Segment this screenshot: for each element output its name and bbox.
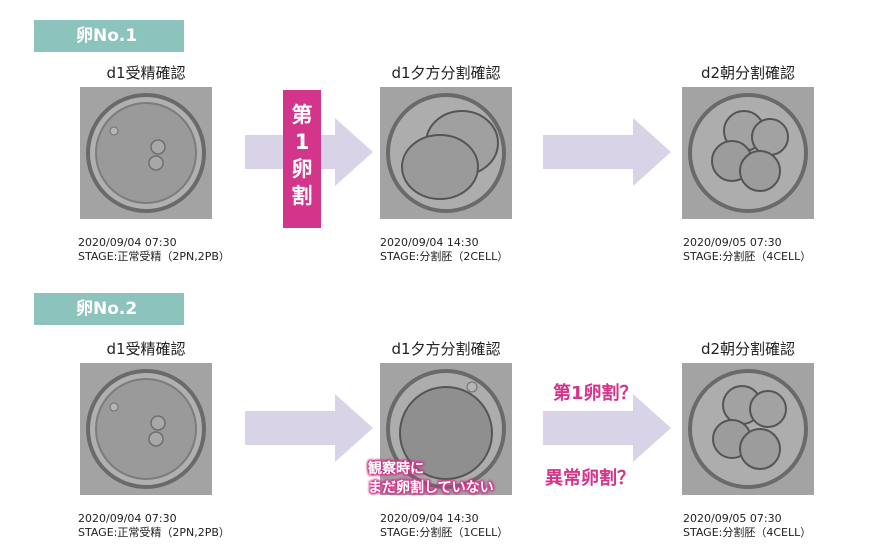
egg1-photo-4cell <box>682 87 814 219</box>
egg2-title-1: d1受精確認 <box>106 340 186 358</box>
egg1-title-2: d1夕方分割確認 <box>391 64 501 82</box>
egg2-tag: 卵No.2 <box>34 293 184 325</box>
egg1-photo-fertilization <box>80 87 212 219</box>
egg1-tag: 卵No.1 <box>34 20 184 52</box>
egg2-photo-4cell <box>682 363 814 495</box>
egg1-title-1: d1受精確認 <box>106 64 186 82</box>
egg1-photo-2cell <box>380 87 512 219</box>
egg2-question-abnormal-division: 異常卵割？ <box>545 468 635 489</box>
egg1-title-3: d2朝分割確認 <box>700 64 796 82</box>
egg2-arrow-1 <box>245 394 373 462</box>
egg2-photo-fertilization <box>80 363 212 495</box>
egg1-arrow-2 <box>543 118 671 186</box>
egg2-question-first-division: 第1卵割？ <box>553 383 638 404</box>
egg2-title-3: d2朝分割確認 <box>700 340 796 358</box>
egg1-division-label: 第 1 卵 割 <box>283 90 321 228</box>
egg2-photo-1cell <box>380 363 512 495</box>
egg2-title-2: d1夕方分割確認 <box>391 340 501 358</box>
egg2-arrow-2 <box>543 394 671 462</box>
egg2-note: 観察時に まだ卵割していない <box>368 461 494 496</box>
